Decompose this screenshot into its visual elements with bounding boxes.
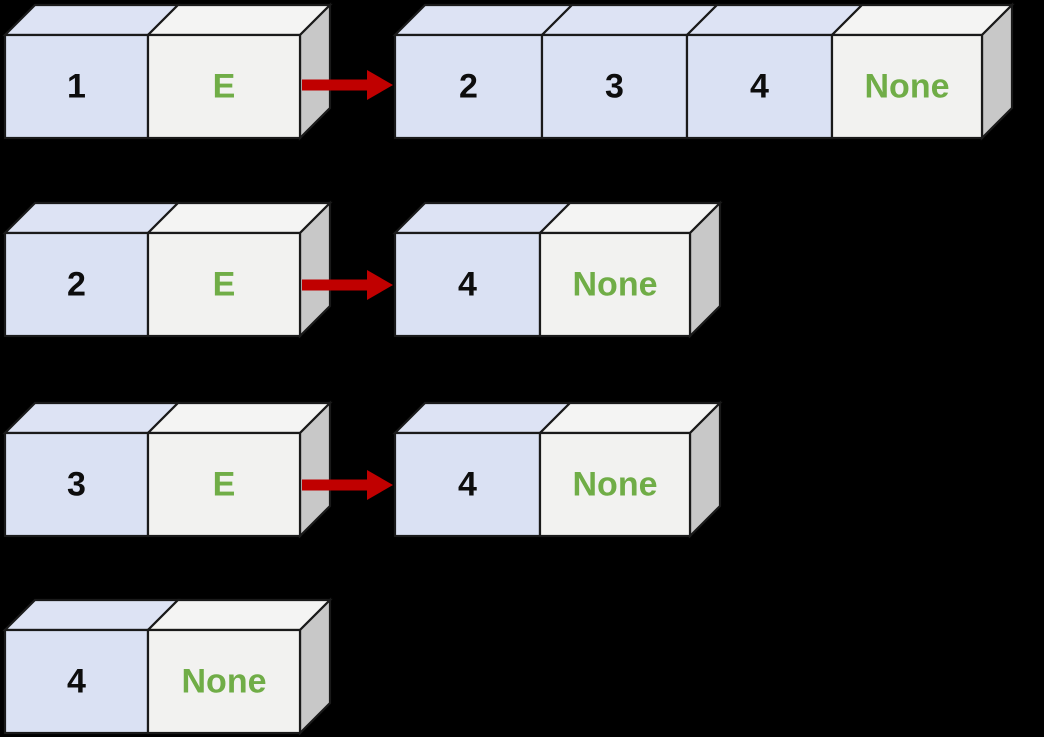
row-2-pointer-arrow [302,270,393,300]
row-4-left-cell-1-top-face [145,598,333,632]
row-4-left-cell-0-front-face [3,628,150,735]
row-3-pointer-arrow [302,470,393,500]
row-3-arrow-head-icon [367,470,393,500]
row-2-right-cell-1-label: None [573,265,658,303]
row-1-right-node: 2 3 4 None [392,2,1015,141]
row-3-left-cell-0-label: 3 [67,465,86,503]
row-4-left-cell-1-front-face [146,628,302,735]
row-2-left-cell-0-label: 2 [67,265,86,303]
row-2-right-cell-0-front-face [393,231,542,338]
row-3-right-cell-0-label: 4 [458,465,477,503]
row-4-left-node: 4 None [2,597,333,736]
row-1-left-cell-1-front-face [146,33,302,140]
row-3-right-cell-1-front-face [538,431,692,538]
row-1-left-cell-0-label: 1 [67,67,86,105]
row-1-left-cell-0-front-face [3,33,150,140]
row-2-arrow-head-icon [367,270,393,300]
row-3-right-cell-0-front-face [393,431,542,538]
row-2-right-cell-1-front-face [538,231,692,338]
row-3-right-node: 4 None [392,400,723,539]
row-1-right-cell-0-label: 2 [459,67,478,105]
row-1-arrow-head-icon [367,70,393,100]
row-3-left-cell-1-label: E [213,465,236,503]
row-2-right-cell-0-label: 4 [458,265,477,303]
row-1-left-cell-1-top-face [145,3,333,37]
row-2-left-cell-1-front-face [146,231,302,338]
row-1-right-cell-2-front-face [685,33,834,140]
row-3-left-cell-1-top-face [145,401,333,435]
row-3-right-cell-1-label: None [573,465,658,503]
row-1-right-cell-2-label: 4 [750,67,769,105]
row-1-right-cell-0-front-face [393,33,544,140]
row-3-left-cell-0-front-face [3,431,150,538]
row-4-left-cell-0-label: 4 [67,662,86,700]
row-1-right-cell-1-front-face [540,33,689,140]
row-1-left-cell-1-label: E [213,67,236,105]
row-1-right-cell-3-label: None [865,67,950,105]
row-1-right-cell-3-front-face [830,33,984,140]
row-4-left-cell-1-label: None [182,662,267,700]
row-1-pointer-arrow [302,70,393,100]
row-2-left-cell-1-label: E [213,265,236,303]
row-1-right-cell-1-label: 3 [605,67,624,105]
row-2-left-cell-0-front-face [3,231,150,338]
row-3-left-cell-1-front-face [146,431,302,538]
row-2-left-cell-1-top-face [145,201,333,235]
row-2-right-node: 4 None [392,200,723,339]
